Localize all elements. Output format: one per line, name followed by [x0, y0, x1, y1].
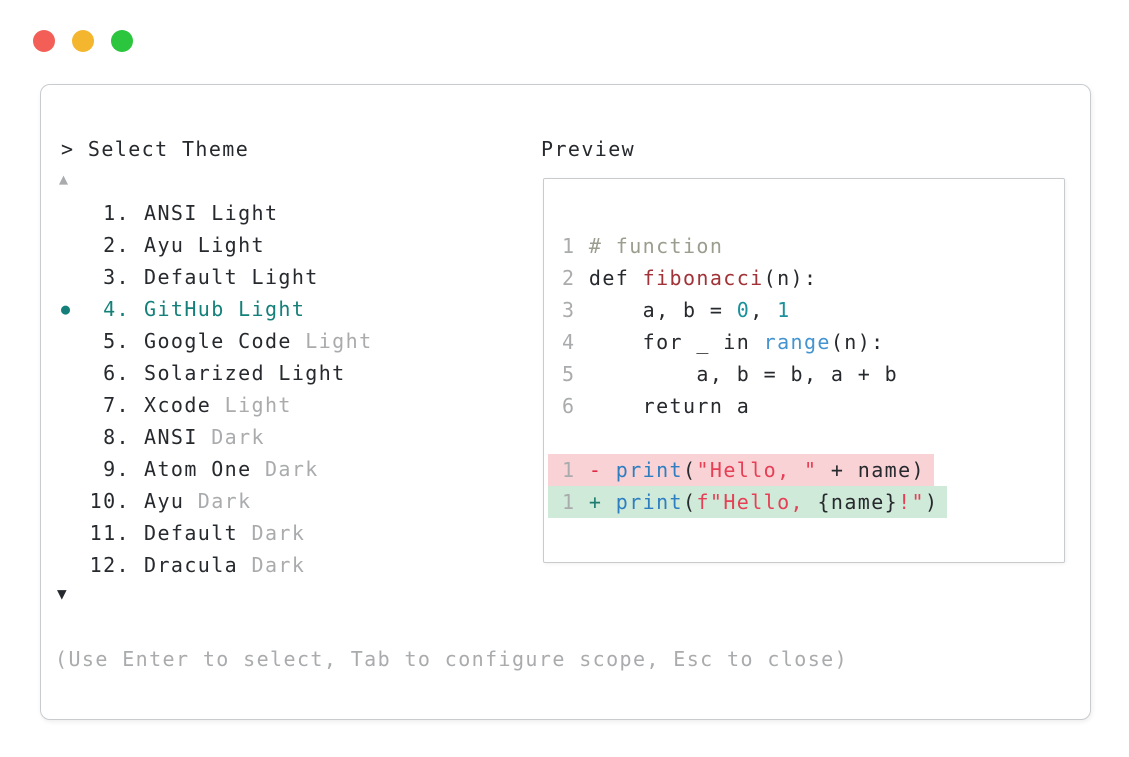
selected-bullet-icon	[61, 197, 87, 229]
theme-list-item[interactable]: 5. Google Code Light	[41, 325, 541, 357]
theme-list-item[interactable]: 9. Atom One Dark	[41, 453, 541, 485]
theme-name: ANSI	[144, 425, 198, 449]
theme-list-item[interactable]: 1. ANSI Light	[41, 197, 541, 229]
keyboard-hint: (Use Enter to select, Tab to configure s…	[55, 647, 849, 671]
code-line: 5 a, b = b, a + b	[562, 362, 899, 386]
code-line: 4 for _ in range(n):	[562, 330, 885, 354]
scroll-down-icon[interactable]: ▼	[57, 584, 69, 603]
close-button[interactable]	[33, 30, 55, 52]
maximize-button[interactable]	[111, 30, 133, 52]
theme-number: 12.	[89, 553, 130, 577]
selected-bullet-icon	[61, 453, 87, 485]
theme-number: 2.	[103, 233, 130, 257]
code-line: 6 return a	[562, 394, 751, 418]
theme-number: 5.	[103, 329, 130, 353]
code-line: 1 # function	[562, 234, 724, 258]
selected-bullet-icon: ●	[61, 300, 72, 318]
selected-bullet-icon	[61, 389, 87, 421]
theme-name: Ayu Light	[144, 233, 265, 257]
theme-number: 8.	[103, 425, 130, 449]
theme-list-item[interactable]: 12. Dracula Dark	[41, 549, 541, 581]
diff-added-highlight: 1 + print(f"Hello, {name}!")	[548, 486, 948, 518]
theme-name: Default	[144, 521, 239, 545]
select-theme-prompt: > Select Theme	[61, 137, 250, 161]
theme-list-item[interactable]: 7. Xcode Light	[41, 389, 541, 421]
selected-bullet-icon	[61, 421, 87, 453]
theme-number: 4.	[103, 297, 130, 321]
theme-list-item[interactable]: 11. Default Dark	[41, 517, 541, 549]
theme-list-item[interactable]: 2. Ayu Light	[41, 229, 541, 261]
theme-list-item[interactable]: ● 4. GitHub Light	[41, 293, 541, 325]
theme-number: 1.	[103, 201, 130, 225]
diff-removed-highlight: 1 - print("Hello, " + name)	[548, 454, 934, 486]
theme-name: ANSI Light	[144, 201, 279, 225]
theme-name: Dracula	[144, 553, 239, 577]
theme-list-item[interactable]: 3. Default Light	[41, 261, 541, 293]
theme-name: Xcode	[144, 393, 212, 417]
selected-bullet-icon	[61, 485, 87, 517]
theme-name-suffix: Dark	[184, 489, 252, 513]
theme-name: Default Light	[144, 265, 319, 289]
theme-name: Ayu	[144, 489, 185, 513]
diff-line: 1 + print(f"Hello, {name}!")	[544, 486, 1064, 518]
theme-name-suffix: Dark	[238, 521, 306, 545]
code-line: 3 a, b = 0, 1	[562, 298, 791, 322]
selected-bullet-icon	[61, 261, 87, 293]
theme-name: GitHub Light	[144, 297, 306, 321]
theme-picker-dialog: > Select Theme Preview ▲ 1. ANSI Light 2. A…	[40, 84, 1091, 720]
selected-bullet-icon	[61, 357, 87, 389]
theme-number: 7.	[103, 393, 130, 417]
theme-name: Solarized Light	[144, 361, 346, 385]
scroll-up-icon[interactable]: ▲	[59, 170, 70, 188]
theme-name: Google Code	[144, 329, 292, 353]
theme-number: 11.	[89, 521, 130, 545]
theme-name-suffix: Dark	[251, 457, 319, 481]
selected-bullet-icon	[61, 517, 87, 549]
preview-title: Preview	[541, 137, 636, 161]
selected-bullet-icon	[61, 325, 87, 357]
code-preview-pane: 1 # function 2 def fibonacci(n): 3 a, b = …	[543, 178, 1065, 563]
selected-bullet-icon	[61, 549, 87, 581]
theme-number: 3.	[103, 265, 130, 289]
theme-name-suffix: Light	[211, 393, 292, 417]
theme-number: 9.	[103, 457, 130, 481]
window-controls	[33, 30, 133, 52]
theme-name-suffix: Dark	[238, 553, 306, 577]
code-line: 2 def fibonacci(n):	[562, 266, 818, 290]
theme-list-item[interactable]: 10. Ayu Dark	[41, 485, 541, 517]
theme-name-suffix: Dark	[197, 425, 265, 449]
theme-name: Atom One	[144, 457, 252, 481]
minimize-button[interactable]	[72, 30, 94, 52]
selected-bullet-icon	[61, 229, 87, 261]
code-line	[544, 422, 1064, 454]
theme-name-suffix: Light	[291, 329, 373, 353]
theme-number: 6.	[103, 361, 130, 385]
theme-list-item[interactable]: 8. ANSI Dark	[41, 421, 541, 453]
theme-list: 1. ANSI Light 2. Ayu Light 3. Default Light ● 4…	[41, 197, 541, 581]
theme-list-item[interactable]: 6. Solarized Light	[41, 357, 541, 389]
code-block: 1 # function 2 def fibonacci(n): 3 a, b = …	[544, 179, 1064, 518]
theme-number: 10.	[89, 489, 130, 513]
diff-line: 1 - print("Hello, " + name)	[544, 454, 1064, 486]
